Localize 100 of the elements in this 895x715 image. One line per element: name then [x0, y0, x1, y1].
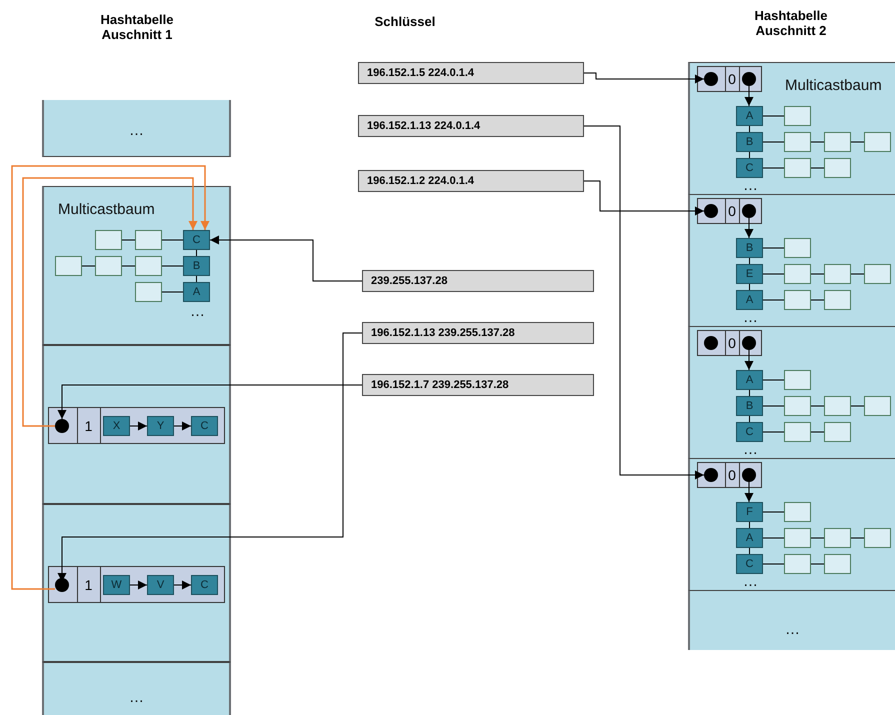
table-row	[688, 194, 895, 327]
arrow	[130, 580, 148, 590]
list-entry	[824, 264, 851, 284]
list-entry	[135, 282, 162, 302]
column-heading: Hashtabelle Auschnitt 2	[754, 8, 828, 38]
list-entry	[864, 132, 891, 152]
arrow	[11, 165, 210, 590]
arrow	[584, 126, 704, 480]
ellipsis: …	[128, 122, 145, 139]
pointer-dot	[55, 578, 69, 592]
connector-line	[749, 284, 750, 290]
ellipsis: …	[128, 689, 145, 706]
record-count: 1	[84, 576, 94, 594]
arrow	[174, 580, 192, 590]
tree-node: A	[736, 290, 763, 310]
table-row	[688, 590, 895, 650]
list-entry	[824, 396, 851, 416]
pointer-dot	[742, 336, 756, 350]
tree-node: C	[736, 158, 763, 178]
list-entry	[135, 256, 162, 276]
record-count: 0	[727, 334, 737, 353]
record-count: 0	[727, 466, 737, 485]
tree-node: C	[183, 230, 210, 250]
arrow	[584, 72, 704, 84]
pointer-dot	[704, 336, 718, 350]
record-box	[697, 330, 762, 356]
record-box	[48, 566, 225, 603]
tree-node: V	[147, 575, 174, 595]
record-count: 0	[727, 70, 737, 89]
arrow	[174, 422, 192, 430]
tree-node: B	[736, 238, 763, 258]
arrow	[744, 86, 754, 106]
key-box: 196.152.1.5 224.0.1.4	[358, 62, 584, 84]
connector-line	[196, 276, 197, 282]
arrow	[744, 350, 754, 370]
list-entry	[824, 290, 851, 310]
ellipsis: …	[742, 309, 759, 326]
connector-line	[196, 250, 197, 256]
table-row	[42, 504, 231, 662]
list-entry	[864, 396, 891, 416]
tree-node: A	[183, 282, 210, 302]
tree-node: A	[736, 106, 763, 126]
list-entry	[784, 132, 811, 152]
list-entry	[95, 230, 122, 250]
table-row	[42, 100, 231, 157]
arrow	[744, 218, 754, 238]
record-count: 0	[727, 202, 737, 221]
arrow	[744, 482, 754, 502]
table-row	[42, 186, 231, 345]
list-entry	[864, 264, 891, 284]
list-entry	[784, 264, 811, 284]
column-heading: Hashtabelle Auschnitt 1	[100, 12, 174, 42]
list-entry	[784, 396, 811, 416]
list-entry	[784, 290, 811, 310]
tree-heading: Multicastbaum	[785, 77, 882, 94]
list-entry	[784, 528, 811, 548]
tree-node: A	[736, 370, 763, 390]
list-entry	[784, 370, 811, 390]
list-entry	[95, 256, 122, 276]
list-entry	[824, 132, 851, 152]
list-entry	[824, 422, 851, 442]
connector-line	[749, 416, 750, 422]
pointer-dot	[742, 468, 756, 482]
arrow	[584, 180, 704, 216]
ellipsis: …	[189, 303, 206, 320]
record-box	[697, 462, 762, 488]
connector-line	[749, 522, 750, 528]
pointer-dot	[742, 204, 756, 218]
tree-node: B	[736, 132, 763, 152]
list-entry	[135, 230, 162, 250]
record-box	[697, 66, 762, 92]
list-entry	[824, 528, 851, 548]
ellipsis: …	[784, 621, 801, 638]
table-row	[688, 326, 895, 459]
list-entry	[784, 502, 811, 522]
tree-heading: Multicastbaum	[58, 201, 155, 218]
list-entry	[784, 238, 811, 258]
key-box: 196.152.1.13 224.0.1.4	[358, 115, 584, 137]
pointer-dot	[704, 72, 718, 86]
key-box: 196.152.1.13 239.255.137.28	[362, 322, 594, 344]
tree-node: C	[736, 422, 763, 442]
connector-line	[749, 548, 750, 554]
column-heading: Schlüssel	[374, 14, 436, 29]
key-box: 196.152.1.2 224.0.1.4	[358, 170, 584, 192]
tree-node: X	[103, 416, 130, 436]
pointer-dot	[55, 419, 69, 433]
table-row	[688, 62, 895, 195]
table-row	[42, 345, 231, 504]
ellipsis: …	[742, 441, 759, 458]
tree-node: B	[736, 396, 763, 416]
key-box: 239.255.137.28	[362, 270, 594, 292]
arrow	[210, 236, 362, 282]
list-entry	[784, 158, 811, 178]
list-entry	[55, 256, 82, 276]
list-entry	[824, 158, 851, 178]
arrow	[58, 384, 362, 420]
arrow	[130, 422, 148, 430]
tree-node: W	[103, 575, 130, 595]
ellipsis: …	[742, 573, 759, 590]
tree-node: C	[736, 554, 763, 574]
